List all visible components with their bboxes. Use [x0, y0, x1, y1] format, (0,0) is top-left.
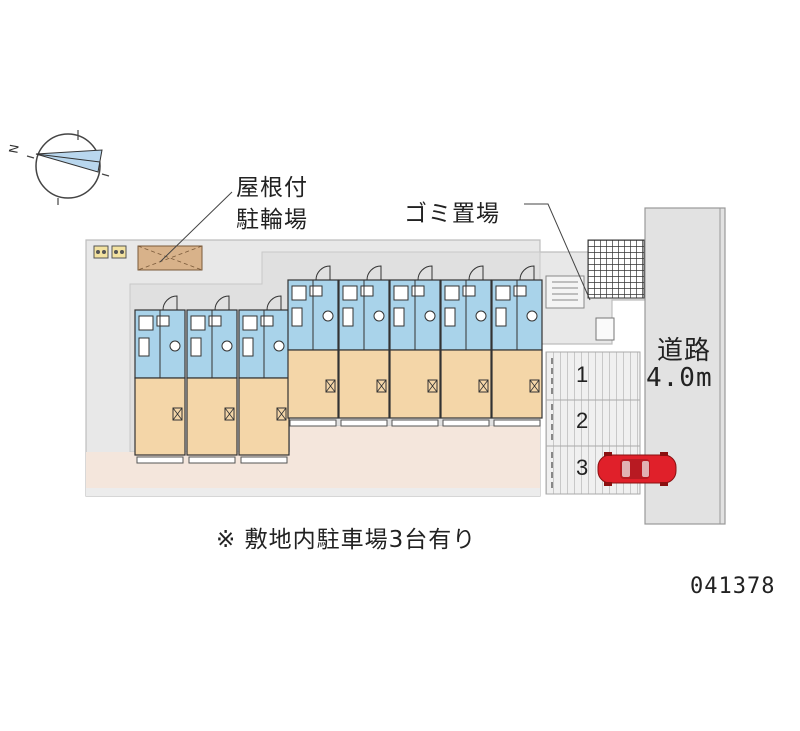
road: [644, 207, 726, 525]
parking-note: ※ 敷地内駐車場3台有り: [216, 527, 477, 553]
compass-ring: [35, 133, 101, 199]
garbage-station: [587, 239, 645, 299]
bicycle-parking-label-2: 駐輪場: [236, 207, 308, 233]
road-width-label: 4.0m: [646, 363, 713, 393]
bike-leader-line: [159, 191, 233, 263]
compass-needle: [35, 149, 103, 173]
apartment-unit: [238, 295, 290, 464]
garbage-leader-line: [524, 203, 591, 301]
parking-slot-2-label: 2: [576, 408, 589, 433]
parking-slot-3-label: 3: [576, 455, 589, 480]
compass: N: [6, 130, 110, 205]
apartment-unit: [287, 265, 339, 427]
apartment-unit: [338, 265, 390, 427]
compass-north-letter: N: [6, 143, 21, 154]
road-label: 道路: [657, 336, 712, 366]
car-icon: [597, 452, 677, 486]
parking-slot-1-label: 1: [576, 362, 589, 387]
apartment-buildings: [134, 265, 543, 464]
property-code: 041378: [690, 574, 776, 599]
walkway: [86, 426, 540, 496]
apartment-unit: [440, 265, 492, 427]
bicycle-parking: [93, 245, 203, 271]
apartment-unit: [186, 295, 238, 464]
stairs: [545, 275, 585, 309]
apartment-unit: [134, 295, 186, 464]
apartment-unit: [491, 265, 543, 427]
apartment-unit: [389, 265, 441, 427]
bicycle-parking-label: 屋根付: [236, 175, 308, 201]
garbage-label: ゴミ置場: [404, 201, 500, 227]
